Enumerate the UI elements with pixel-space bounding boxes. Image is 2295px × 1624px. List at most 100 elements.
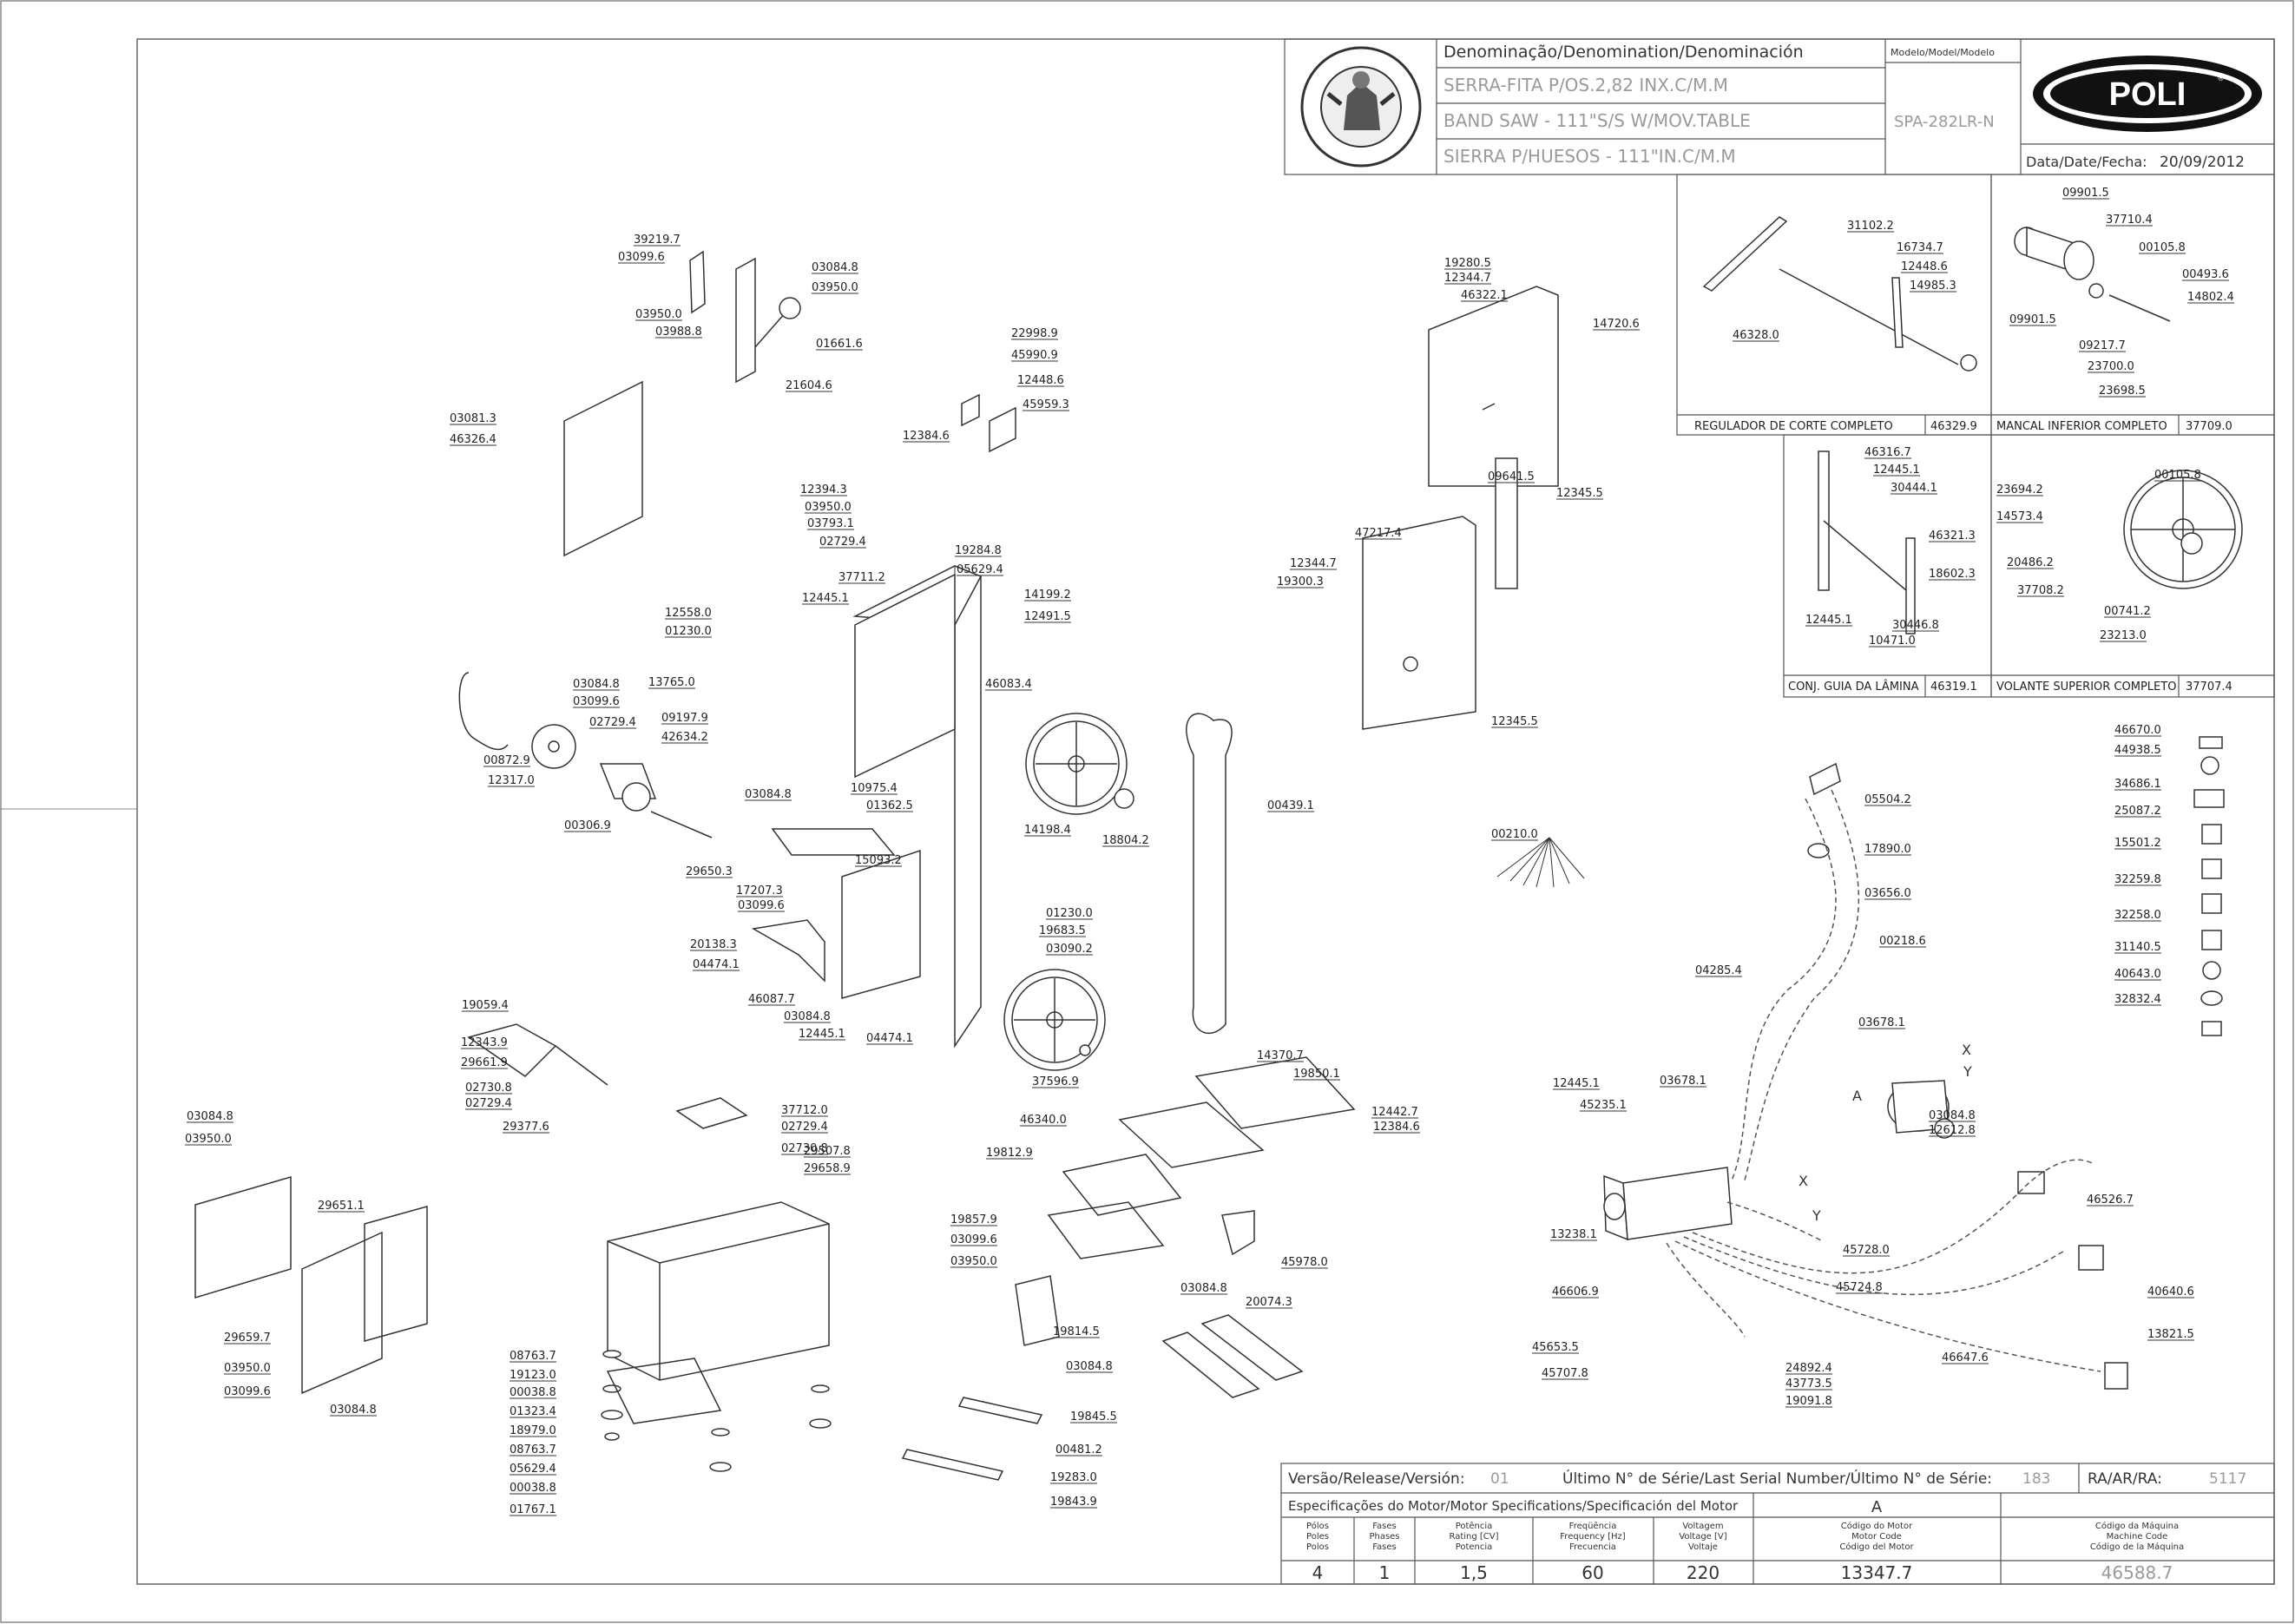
part-number-label: 00218.6	[1879, 935, 1926, 948]
serial-value: 183	[2022, 1470, 2050, 1488]
part-number-label: 00872.9	[483, 754, 530, 767]
motor-spec-header: Voltaje	[1688, 1542, 1718, 1552]
part-number-label: 12344.7	[1290, 557, 1337, 570]
part-number-label: 19843.9	[1050, 1496, 1097, 1509]
inset-part-label: 00105.8	[2139, 241, 2186, 254]
part-number-label: 14198.4	[1024, 824, 1071, 837]
motor-spec-header: Poles	[1306, 1532, 1329, 1542]
part-number-label: 12448.6	[1017, 374, 1064, 387]
part-number-label: 08763.7	[510, 1443, 556, 1456]
inset-part-label: 00105.8	[2154, 469, 2201, 482]
inset-caption-upper-wheel: VOLANTE SUPERIOR COMPLETO	[1996, 681, 2176, 694]
version-label: Versão/Release/Versión:	[1288, 1470, 1465, 1488]
part-number-label: 18804.2	[1102, 834, 1149, 847]
part-number-label: 17207.3	[736, 884, 783, 897]
title-block	[1284, 38, 2275, 175]
date-value: 20/09/2012	[2160, 154, 2245, 171]
part-number-label: 15501.2	[2114, 837, 2161, 850]
part-number-label: 04474.1	[866, 1032, 913, 1045]
inset-part-label: 12445.1	[1873, 464, 1920, 477]
part-number-label: 03950.0	[185, 1133, 232, 1146]
part-number-label: 45990.9	[1011, 349, 1058, 362]
motor-spec-value: 1,5	[1460, 1562, 1488, 1583]
inset-part-label: 14985.3	[1910, 279, 1956, 293]
part-number-label: 03656.0	[1864, 887, 1911, 900]
part-number-label: 02729.4	[589, 716, 636, 729]
part-number-label: 03678.1	[1858, 1016, 1905, 1029]
part-number-label: 03084.8	[573, 678, 620, 691]
part-number-label: 12394.3	[800, 483, 847, 496]
part-number-label: 00038.8	[510, 1386, 556, 1399]
inset-caption-lower-bearing: MANCAL INFERIOR COMPLETO	[1996, 420, 2167, 433]
inset-captions: REGULADOR DE CORTE COMPLETO 46329.9 MANC…	[1694, 420, 2233, 694]
inset-part-label: 12448.6	[1901, 260, 1948, 273]
inset-part-label: 00493.6	[2182, 268, 2229, 281]
part-number-label: 29507.8	[804, 1145, 851, 1158]
poli-logo	[2033, 56, 2262, 132]
part-number-label: 03950.0	[950, 1255, 997, 1268]
part-number-label: 00210.0	[1491, 828, 1538, 841]
part-number-label: 46083.4	[985, 678, 1032, 691]
part-number-label: 29650.3	[686, 865, 733, 878]
part-number-label: 42634.2	[661, 731, 708, 744]
part-number-label: 05504.2	[1864, 793, 1911, 806]
motor-spec-header: Phases	[1369, 1532, 1399, 1542]
wiring	[1666, 789, 2101, 1372]
part-number-label: 00481.2	[1055, 1443, 1102, 1456]
part-number-label: 12344.7	[1444, 272, 1491, 285]
motor-spec-header: Polos	[1306, 1542, 1329, 1552]
product-name-pt: SERRA-FITA P/OS.2,82 INX.C/M.M	[1443, 75, 1728, 95]
part-number-label: 29661.9	[461, 1056, 508, 1069]
part-number-label: 03081.3	[450, 412, 496, 425]
part-number-label: 17890.0	[1864, 843, 1911, 856]
part-number-label: 20138.3	[690, 938, 737, 951]
part-number-label: 45959.3	[1023, 398, 1069, 411]
motor-spec-header: Código de la Máquina	[2090, 1542, 2184, 1552]
part-number-label: 34686.1	[2114, 778, 2161, 791]
inset-part-label: 00741.2	[2104, 605, 2151, 618]
part-number-label: 19845.5	[1070, 1410, 1117, 1423]
footer-text: Versão/Release/Versión: 01 Último N° de …	[1288, 1469, 2246, 1516]
part-number-label: 01661.6	[816, 338, 863, 351]
inset-part-label: 09901.5	[2009, 313, 2056, 326]
part-number-label: 43773.5	[1785, 1377, 1832, 1391]
part-number-label: 12445.1	[799, 1028, 845, 1041]
part-number-label: 44938.5	[2114, 744, 2161, 757]
part-number-label: 31140.5	[2114, 941, 2161, 954]
motor-spec-header: Pólos	[1306, 1521, 1329, 1531]
motor-spec-value: 46588.7	[2101, 1562, 2173, 1583]
part-number-label: 03950.0	[805, 501, 852, 514]
mechanical-parts	[194, 216, 2243, 1481]
part-number-label: 03099.6	[224, 1385, 271, 1398]
inset-part-label: 37710.4	[2106, 214, 2153, 227]
part-number-label: 32258.0	[2114, 909, 2161, 922]
part-number-label: 19300.3	[1277, 575, 1324, 588]
motor-spec-header: Fases	[1372, 1542, 1397, 1552]
footer-table	[1280, 1463, 2275, 1585]
inset-code-upper-wheel: 37707.4	[2186, 681, 2233, 694]
part-number-label: 00038.8	[510, 1482, 556, 1495]
part-number-label: 12442.7	[1371, 1106, 1418, 1119]
part-number-label: 03084.8	[812, 261, 858, 274]
part-number-label: 46647.6	[1942, 1351, 1989, 1364]
part-number-label: 29658.9	[804, 1162, 851, 1175]
part-number-label: 03950.0	[635, 308, 682, 321]
part-number-label: 12384.6	[1373, 1121, 1420, 1134]
ra-value: 5117	[2209, 1470, 2246, 1488]
date-label: Data/Date/Fecha:	[2026, 154, 2147, 170]
part-number-label: 03950.0	[812, 281, 858, 294]
inset-part-label: 10471.0	[1869, 634, 1916, 648]
part-number-label: 29377.6	[503, 1121, 549, 1134]
part-number-label: 46526.7	[2087, 1193, 2134, 1206]
part-number-label: 12317.0	[488, 774, 535, 787]
part-number-label: 45728.0	[1843, 1244, 1890, 1257]
inset-part-label: 23213.0	[2100, 629, 2147, 642]
part-number-label: 13238.1	[1550, 1228, 1597, 1241]
inset-part-label: 46316.7	[1864, 446, 1911, 459]
part-number-label: 03678.1	[1660, 1075, 1706, 1088]
part-number-label: 18979.0	[510, 1424, 556, 1437]
inset-part-label: 14573.4	[1996, 510, 2043, 523]
part-number-label: 45978.0	[1281, 1256, 1328, 1269]
